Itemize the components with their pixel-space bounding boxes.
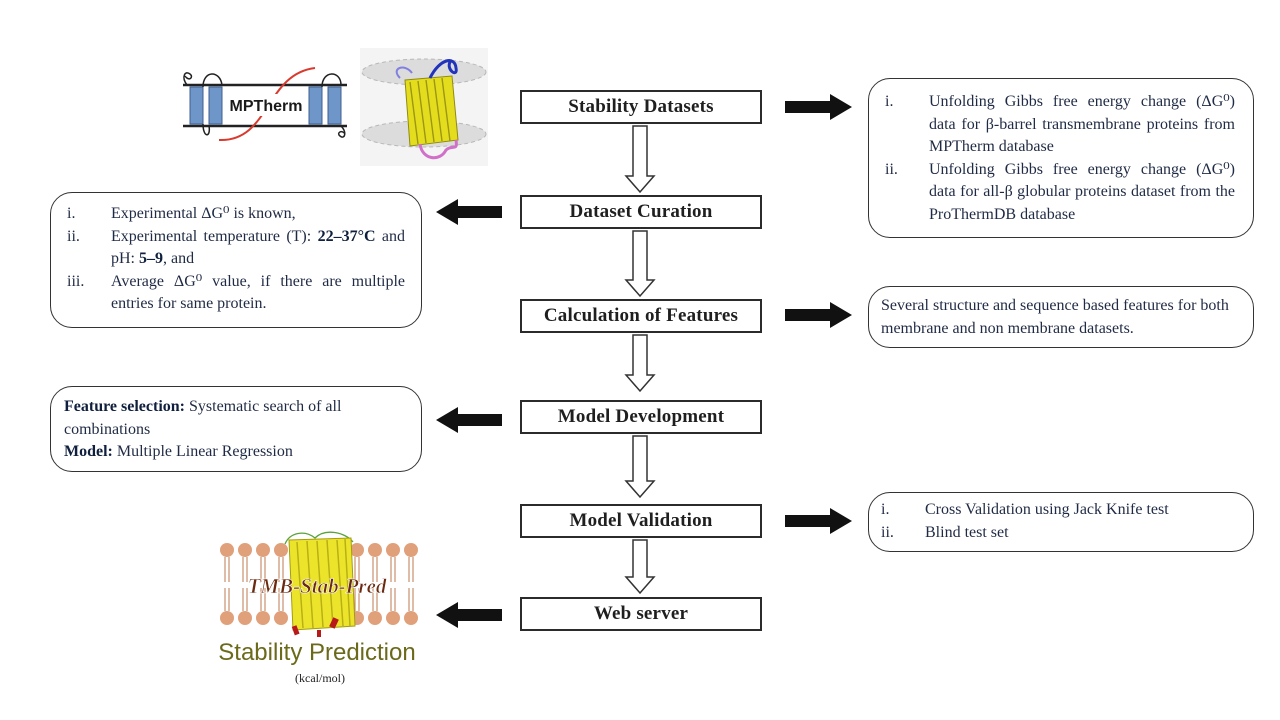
step-model-development: Model Development: [520, 400, 762, 434]
loop-purple: [395, 66, 413, 79]
step-label: Stability Datasets: [568, 96, 714, 117]
helix-bar: [189, 86, 204, 125]
validation-note: i.Cross Validation using Jack Knife test…: [868, 492, 1254, 552]
list-item: ii.Unfolding Gibbs free energy change (Δ…: [885, 160, 1235, 223]
loop-line: [321, 73, 342, 88]
barrel-structure-image: [360, 48, 488, 166]
solid-right-arrow: [785, 94, 852, 120]
step-model-validation: Model Validation: [520, 504, 762, 538]
datasets-note: i.Unfolding Gibbs free energy change (ΔG…: [868, 78, 1254, 238]
model-note: Feature selection: Systematic search of …: [50, 386, 422, 472]
model-text: Multiple Linear Regression: [112, 443, 293, 460]
solid-left-arrow: [436, 602, 502, 628]
hollow-down-arrow: [624, 334, 656, 393]
loop-blue: [428, 59, 458, 79]
lipid-bilayer: [220, 543, 418, 625]
solid-left-arrow: [436, 407, 502, 433]
helix-bar: [308, 86, 323, 125]
model-label: Model:: [64, 443, 113, 460]
step-label: Model Validation: [569, 510, 713, 531]
list-item: ii. Experimental temperature (T): 22–37°…: [67, 227, 405, 268]
barrel-loops: [284, 531, 354, 545]
terminus-curl: [183, 72, 193, 86]
logo-label-bg: [225, 94, 307, 116]
features-text: Several structure and sequence based fea…: [881, 297, 1229, 337]
hollow-down-arrow: [624, 230, 656, 298]
barrel-body: [404, 75, 459, 147]
solid-right-arrow: [785, 302, 852, 328]
helix-bar: [327, 86, 342, 125]
logo-tagline: Stability Prediction: [218, 639, 415, 666]
features-note: Several structure and sequence based fea…: [868, 286, 1254, 348]
list-item: ii.Blind test set: [881, 523, 1009, 541]
step-calculation-of-features: Calculation of Features: [520, 299, 762, 333]
list-item: i.Cross Validation using Jack Knife test: [881, 501, 1169, 518]
step-label: Dataset Curation: [569, 201, 713, 222]
logo-name: TMB-Stab-Pred: [248, 574, 387, 598]
helix-bar: [208, 86, 223, 125]
logo-label: MPTherm: [230, 98, 303, 115]
hollow-down-arrow: [624, 125, 656, 194]
hollow-down-arrow: [624, 539, 656, 595]
loop-line: [202, 73, 223, 88]
feature-selection-label: Feature selection:: [64, 398, 185, 415]
step-web-server: Web server: [520, 597, 762, 631]
hollow-down-arrow: [624, 435, 656, 499]
logo-unit: (kcal/mol): [295, 671, 345, 685]
loop-pink: [418, 139, 458, 160]
step-stability-datasets: Stability Datasets: [520, 90, 762, 124]
tmb-stab-pred-logo: TMB-Stab-Pred Stability Prediction (kcal…: [218, 531, 418, 685]
mptherm-logo: MPTherm: [183, 67, 347, 142]
list-item: i.Unfolding Gibbs free energy change (ΔG…: [885, 93, 1235, 155]
step-label: Model Development: [557, 406, 725, 427]
solid-right-arrow: [785, 508, 852, 534]
solid-left-arrow: [436, 199, 502, 225]
feature-selection-text: Systematic search of all combinations: [64, 398, 342, 438]
list-item: iii.Average ΔG⁰ value, if there are mult…: [67, 272, 405, 313]
step-dataset-curation: Dataset Curation: [520, 195, 762, 229]
curation-note: i.Experimental ΔG⁰ is known, ii. Experim…: [50, 192, 422, 328]
step-label: Web server: [593, 603, 689, 624]
terminus-curl: [337, 125, 346, 138]
loop-line: [202, 123, 211, 136]
list-item: i.Experimental ΔG⁰ is known,: [67, 205, 296, 222]
step-label: Calculation of Features: [543, 305, 739, 326]
